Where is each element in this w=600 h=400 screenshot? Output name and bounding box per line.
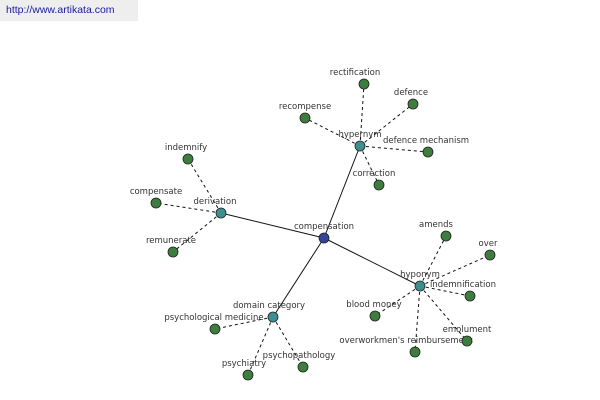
label-defence-mechanism[interactable]: defence mechanism: [383, 136, 469, 146]
label-psychological-medicine[interactable]: psychological medicine: [164, 313, 263, 323]
node-defence[interactable]: [407, 98, 419, 110]
edge-hyponym-over: [419, 254, 491, 287]
node-indemnification[interactable]: [464, 290, 476, 302]
label-rectification[interactable]: rectification: [330, 68, 380, 78]
node-defence-mechanism[interactable]: [422, 146, 434, 158]
label-recompense[interactable]: recompense: [279, 102, 331, 112]
node-compensate[interactable]: [150, 197, 162, 209]
label-blood-money[interactable]: blood money: [346, 300, 401, 310]
label-defence[interactable]: defence: [394, 88, 428, 98]
node-rectification[interactable]: [358, 78, 370, 90]
label-psychopathology[interactable]: psychopathology: [263, 351, 336, 361]
label-compensate[interactable]: compensate: [130, 187, 182, 197]
edge-hyponym-emolument: [419, 285, 468, 342]
label-compensation[interactable]: compensation: [294, 222, 354, 232]
node-domain-category[interactable]: [267, 311, 279, 323]
edge-domain-category-psychiatry: [247, 316, 274, 376]
node-compensation[interactable]: [318, 232, 330, 244]
graph-labels: rectification defence recompense defence me…: [130, 68, 498, 369]
node-correction[interactable]: [373, 179, 385, 191]
edge-hyponym-workmens-reimbursement: [414, 285, 421, 353]
label-workmens-reimbursement[interactable]: overworkmen's reimbursement: [339, 336, 473, 346]
label-remunerate[interactable]: remunerate: [146, 236, 196, 246]
node-derivation[interactable]: [215, 207, 227, 219]
label-indemnify[interactable]: indemnify: [165, 143, 207, 153]
label-domain-category[interactable]: domain category: [233, 301, 305, 311]
edge-compensation-domain-category: [272, 237, 325, 318]
label-indemnification[interactable]: indemnification: [430, 280, 496, 290]
edge-hypernym-defence-mechanism: [359, 145, 429, 153]
edge-derivation-indemnify: [187, 158, 222, 214]
node-psychopathology[interactable]: [297, 361, 309, 373]
edge-hypernym-defence: [359, 103, 414, 147]
label-psychiatry[interactable]: psychiatry: [222, 359, 266, 369]
graph-edges: [155, 83, 491, 376]
node-over[interactable]: [484, 249, 496, 261]
url-banner: http://www.artikata.com: [0, 0, 138, 21]
edge-hypernym-recompense: [304, 117, 361, 147]
label-derivation[interactable]: derivation: [193, 197, 236, 207]
edge-compensation-hyponym: [323, 237, 421, 287]
edge-compensation-hypernym: [323, 145, 361, 239]
node-emolument[interactable]: [461, 335, 473, 347]
node-hypernym[interactable]: [354, 140, 366, 152]
edge-hypernym-rectification: [359, 83, 365, 147]
node-psychological-medicine[interactable]: [209, 323, 221, 335]
node-psychiatry[interactable]: [242, 369, 254, 381]
node-recompense[interactable]: [299, 112, 311, 124]
label-hypernym[interactable]: hypernym: [338, 130, 381, 140]
node-hyponym[interactable]: [414, 280, 426, 292]
edge-hyponym-indemnification: [419, 285, 471, 297]
node-remunerate[interactable]: [167, 246, 179, 258]
graph-nodes: [150, 78, 496, 381]
label-correction[interactable]: correction: [353, 169, 396, 179]
edge-compensation-derivation: [220, 212, 325, 239]
site-url-link[interactable]: http://www.artikata.com: [6, 4, 115, 16]
edge-derivation-remunerate: [172, 212, 222, 253]
node-blood-money[interactable]: [369, 310, 381, 322]
label-hyponym[interactable]: hyponym: [400, 270, 440, 280]
label-amends[interactable]: amends: [419, 220, 454, 230]
edge-derivation-compensate: [155, 202, 222, 214]
label-over[interactable]: over: [479, 239, 498, 249]
edge-domain-category-psychological-medicine: [214, 316, 274, 330]
edge-domain-category-psychopathology: [272, 316, 304, 368]
node-indemnify[interactable]: [182, 153, 194, 165]
label-emolument[interactable]: emolument: [443, 325, 492, 335]
node-workmens-reimbursement[interactable]: [409, 346, 421, 358]
node-amends[interactable]: [440, 230, 452, 242]
edge-hypernym-correction: [359, 145, 380, 186]
